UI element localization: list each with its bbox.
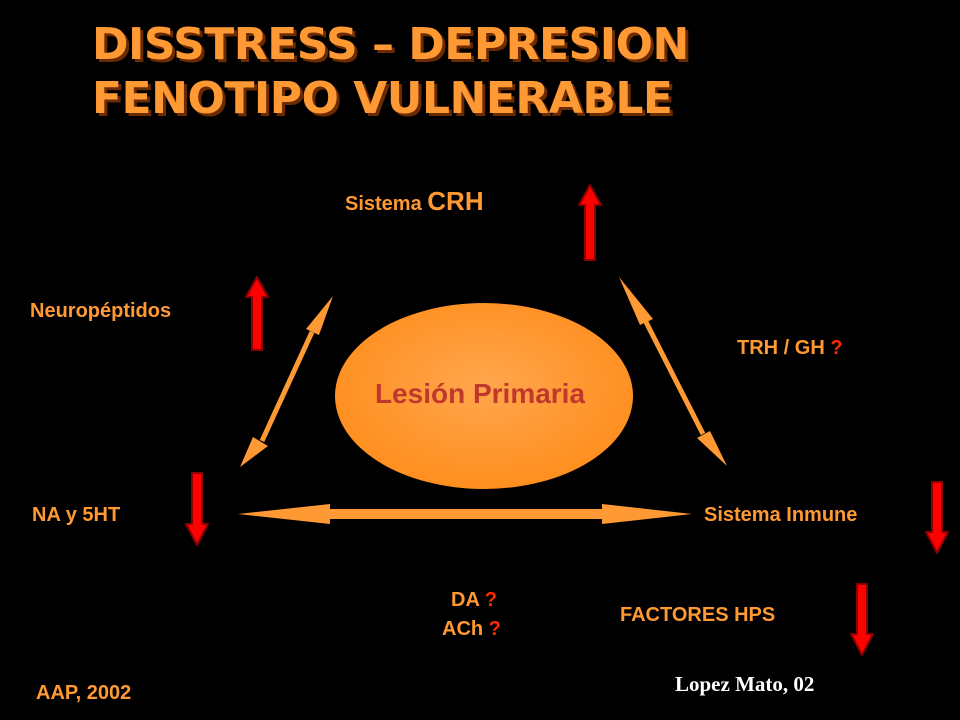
node-trh-gh: TRH / GH ? (737, 337, 843, 360)
node-da: DA ? (451, 589, 497, 612)
node-factores-hps: FACTORES HPS (620, 604, 776, 626)
down-arrow-icon (925, 481, 949, 554)
double-arrow-bottom (238, 504, 692, 524)
title-line-2: FENOTIPO VULNERABLE (92, 73, 673, 124)
node-ach: ACh ? (442, 618, 501, 641)
question-mark: ? (484, 589, 497, 611)
footer-source: AAP, 2002 (36, 682, 132, 704)
node-crh: Sistema CRH (345, 186, 484, 217)
node-neuropeptidos: Neuropéptidos (30, 300, 172, 322)
node-trh-gh-text: TRH / GH (737, 337, 825, 359)
node-crh-prefix: Sistema (345, 193, 422, 215)
node-da-text: DA (451, 589, 480, 611)
down-arrow-icon (185, 472, 209, 546)
question-mark: ? (488, 618, 501, 640)
center-label: Lesión Primaria (374, 378, 586, 409)
up-arrow-icon (578, 184, 602, 261)
node-ach-text: ACh (442, 618, 484, 640)
center-ellipse (335, 303, 633, 489)
footer-author: Lopez Mato, 02 (675, 672, 815, 696)
question-mark: ? (830, 337, 843, 359)
down-arrow-icon (850, 583, 874, 656)
double-arrow-left (240, 296, 333, 467)
node-sistema-inmune: Sistema Inmune (704, 504, 858, 526)
title-line-1: DISSTRESS – DEPRESION (92, 19, 689, 70)
node-na-5ht: NA y 5HT (32, 504, 121, 526)
slide-title: DISSTRESS – DEPRESION FENOTIPO VULNERABL… (92, 18, 689, 126)
up-arrow-icon (245, 276, 269, 351)
double-arrow-right (619, 277, 727, 466)
node-crh-main: CRH (427, 186, 484, 216)
